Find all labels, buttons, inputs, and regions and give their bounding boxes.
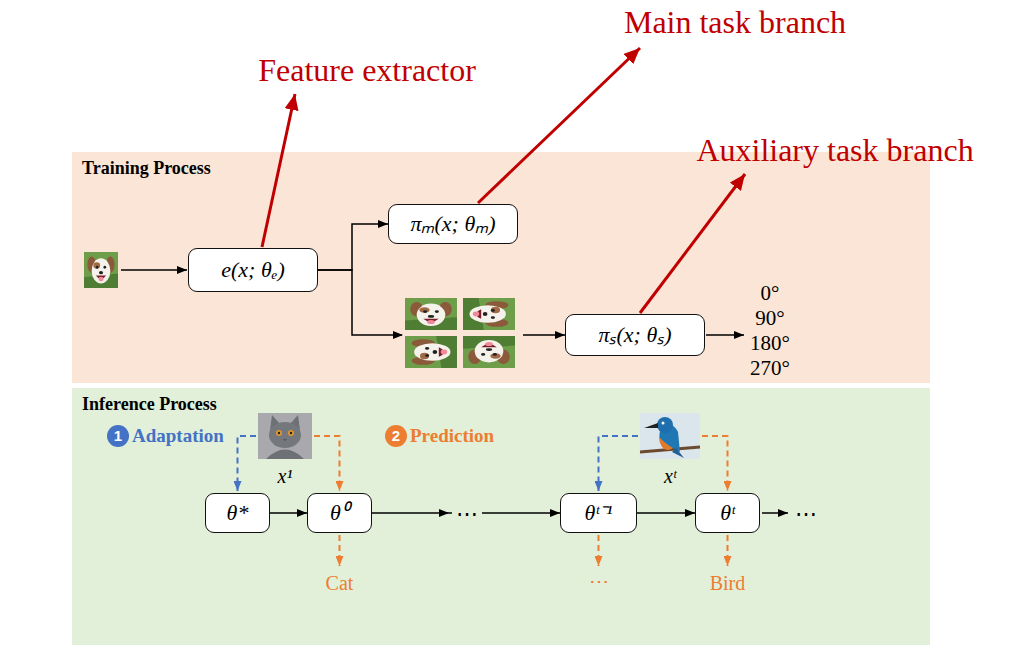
arrowhead <box>393 331 403 339</box>
step-label: Prediction <box>410 425 494 447</box>
cat-nose <box>283 439 287 441</box>
bird-beak <box>644 423 658 428</box>
input-label: x¹ <box>278 465 293 488</box>
output-arrow <box>339 535 341 566</box>
callout-label: Main task branch <box>624 4 846 41</box>
output-arrow <box>706 334 744 336</box>
rotation-label: 90° <box>755 306 784 331</box>
cat-image <box>258 413 312 459</box>
rotation-label: 0° <box>761 281 780 306</box>
flow-arrow <box>318 270 565 335</box>
step-label: Adaptation <box>132 425 224 447</box>
rotated-dog-image <box>405 298 457 330</box>
prediction-label: Cat <box>326 572 354 595</box>
box-text: πₘ(x; θₘ) <box>410 213 495 235</box>
bird-image <box>640 413 700 459</box>
callout-number: 1 <box>107 425 129 447</box>
callout-arrow <box>640 174 745 313</box>
rotation-label: 270° <box>750 356 790 381</box>
output-arrow <box>727 535 729 566</box>
flow-arrow <box>318 224 388 270</box>
rotation-label: 180° <box>750 331 790 356</box>
box-text: πₛ(x; θₛ) <box>598 324 671 346</box>
cat-eye <box>288 430 294 436</box>
input-dog-image <box>84 252 118 288</box>
cat-background <box>258 413 312 459</box>
adaptation-arrow <box>238 436 257 491</box>
process-box: πₘ(x; θₘ) <box>388 204 518 244</box>
bird-head <box>657 417 673 433</box>
callout-arrow <box>478 48 640 203</box>
bird-tail <box>672 448 684 458</box>
box-text: θᵗ⁻¹ <box>584 502 612 524</box>
ellipsis: ⋯ <box>791 501 821 526</box>
rotated-dog-image <box>463 298 515 330</box>
ellipsis: ⋯ <box>452 501 482 526</box>
continuation-arrow <box>762 512 788 514</box>
prediction-label: ⋯ <box>589 569 609 593</box>
box-text: e(x; θₑ) <box>221 259 285 281</box>
box-text: θ⁰ <box>330 502 349 524</box>
bird-eye <box>662 422 665 425</box>
callout-label: Feature extractor <box>258 52 476 89</box>
callout-label: Auxiliary task branch <box>696 132 973 169</box>
cat-body <box>266 450 304 460</box>
callout-arrow <box>262 94 295 247</box>
adaptation-arrow <box>599 436 639 491</box>
rotated-dog-image <box>405 336 457 368</box>
cat-pupil <box>290 432 292 434</box>
box-text: θᵗ <box>720 502 735 524</box>
cat-head <box>269 422 301 448</box>
band-heading: Inference Process <box>82 394 217 415</box>
flow-arrow <box>637 512 695 514</box>
process-box: πₛ(x; θₛ) <box>565 314 705 356</box>
prediction-label: Bird <box>710 572 746 595</box>
arrowhead <box>439 509 449 517</box>
parameter-box: θ⁰ <box>307 493 372 533</box>
parameter-box: θᵗ⁻¹ <box>560 493 637 533</box>
process-box: e(x; θₑ) <box>188 248 318 292</box>
band-heading: Training Process <box>82 158 211 179</box>
prediction-arrow <box>314 436 340 491</box>
prediction-arrow <box>702 436 728 491</box>
rotated-dog-image <box>463 336 515 368</box>
image-ground <box>402 295 523 371</box>
cat-eye <box>276 430 282 436</box>
input-label: xᵗ <box>664 465 676 488</box>
box-text: θ* <box>227 502 249 524</box>
flow-arrow <box>270 512 307 514</box>
input-arrow <box>121 269 187 271</box>
output-arrow <box>598 535 600 566</box>
bird-background <box>640 413 700 459</box>
parameter-box: θ* <box>205 493 270 533</box>
callout-number: 2 <box>385 425 407 447</box>
cat-pupil <box>278 432 280 434</box>
parameter-box: θᵗ <box>695 493 760 533</box>
